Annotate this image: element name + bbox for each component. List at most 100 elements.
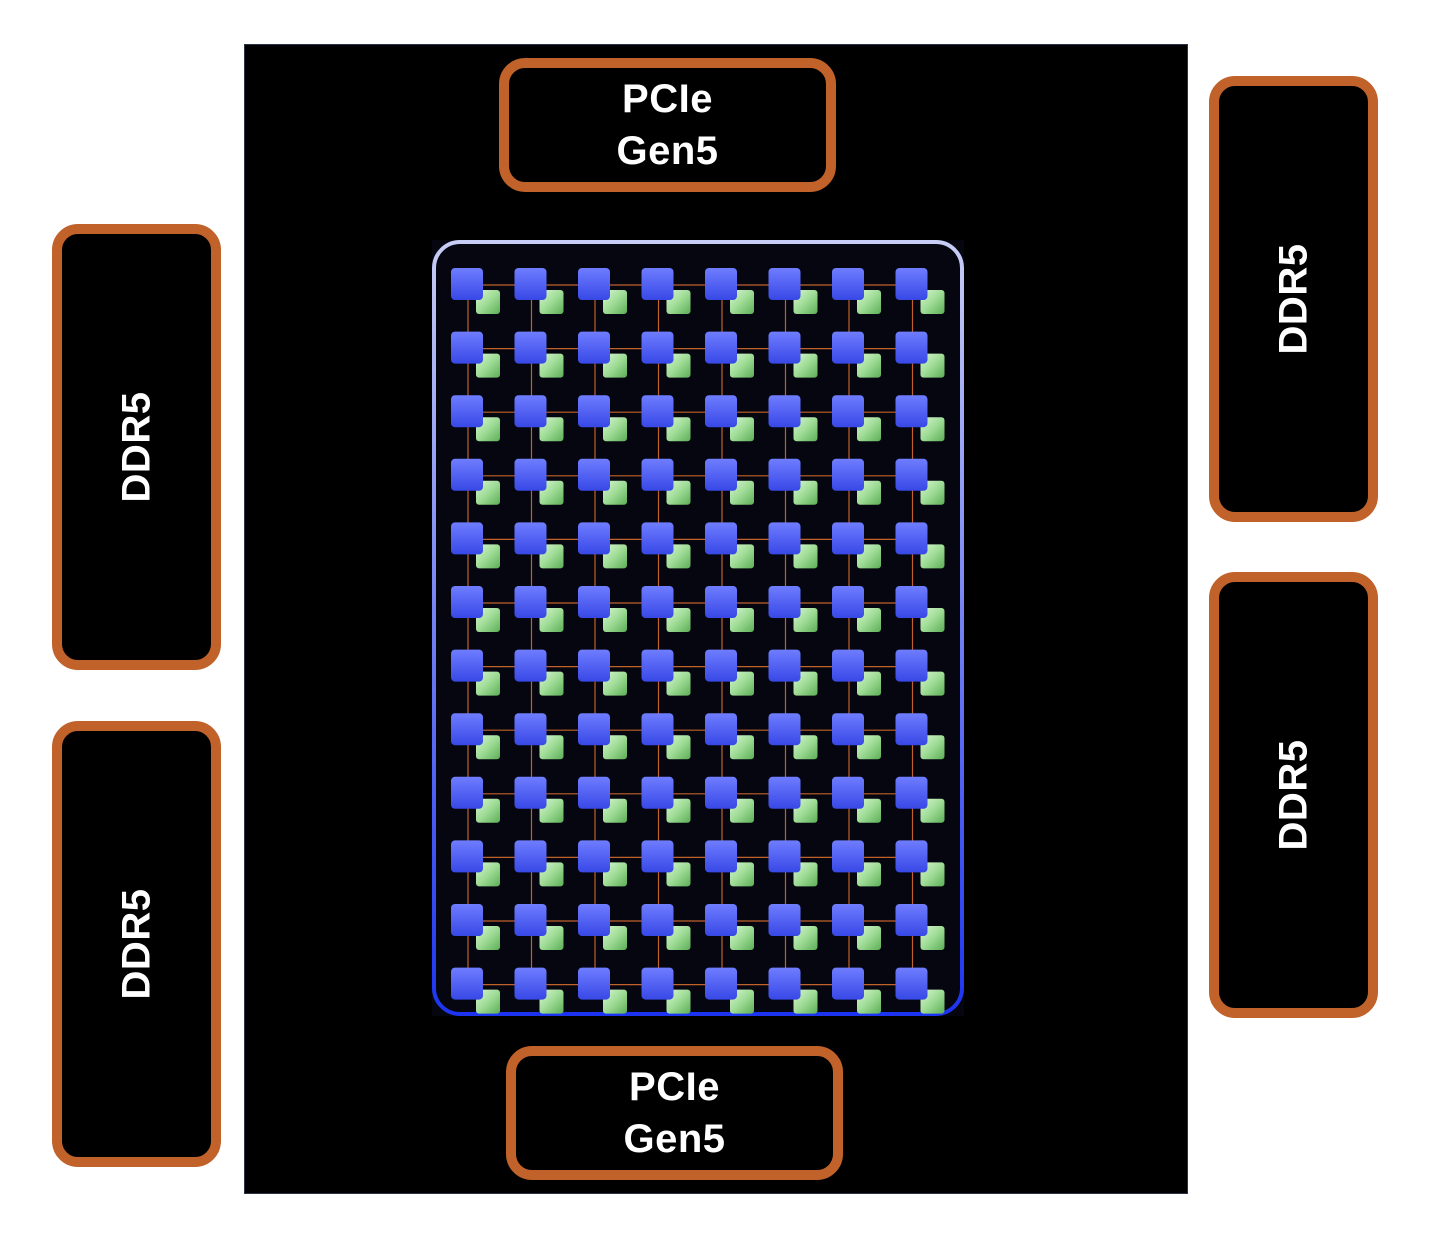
mesh-tile (768, 458, 818, 505)
mesh-tile (705, 904, 754, 950)
ddr5-block-right-lower: DDR5 (1209, 572, 1378, 1018)
cpu-core (578, 776, 610, 809)
mesh-tile (832, 458, 881, 505)
cpu-core (832, 904, 864, 936)
mesh-tile (832, 522, 881, 569)
mesh-tile (705, 586, 754, 632)
mesh-tile (768, 840, 818, 887)
ddr-right-upper-label: DDR5 (1271, 243, 1316, 355)
cpu-core (514, 776, 547, 809)
mesh-tile (768, 395, 818, 442)
pcie-bottom-label: PCIe Gen5 (623, 1065, 726, 1161)
cpu-core (705, 904, 737, 936)
cpu-core (705, 840, 737, 873)
cpu-core (895, 649, 928, 682)
cpu-core (641, 395, 674, 428)
mesh-tile (514, 268, 564, 314)
cpu-core (514, 904, 547, 936)
cpu-core (578, 649, 610, 682)
mesh-tile (832, 331, 881, 378)
mesh-tile (895, 331, 945, 378)
cpu-core (451, 522, 483, 555)
cpu-core (451, 268, 483, 300)
cpu-core (451, 840, 483, 873)
cpu-core (832, 649, 864, 682)
mesh-tile (895, 268, 945, 314)
mesh-tile (451, 331, 500, 378)
mesh-tile (895, 395, 945, 442)
cpu-core (705, 967, 737, 1000)
mesh-tile (451, 395, 500, 442)
mesh-tile (514, 522, 564, 569)
cpu-core (451, 458, 483, 491)
mesh-tile (641, 840, 691, 887)
mesh-tile (705, 268, 754, 314)
mesh-tile (832, 967, 881, 1014)
mesh-tile (578, 458, 627, 505)
cpu-core (514, 458, 547, 491)
cpu-core (514, 395, 547, 428)
mesh-tile (578, 713, 627, 760)
cpu-core (768, 713, 801, 746)
cpu-core (514, 268, 547, 300)
mesh-tile (895, 776, 945, 823)
mesh-tile (895, 586, 945, 632)
cpu-core (768, 649, 801, 682)
mesh-tile (451, 840, 500, 887)
mesh-tile (768, 268, 818, 314)
cpu-core (768, 904, 801, 936)
cpu-core (641, 522, 674, 555)
cpu-core (832, 268, 864, 300)
mesh-frame (432, 240, 964, 1016)
cpu-core (514, 586, 547, 618)
mesh-tile (514, 331, 564, 378)
cpu-core (768, 395, 801, 428)
cpu-core (641, 713, 674, 746)
pcie-top-label: PCIe Gen5 (616, 77, 719, 173)
cpu-core (832, 458, 864, 491)
cpu-core (641, 586, 674, 618)
mesh-tile (832, 840, 881, 887)
mesh-tile (514, 649, 564, 696)
cpu-core (578, 331, 610, 364)
cpu-core (641, 649, 674, 682)
cpu-core (514, 522, 547, 555)
mesh-tile (832, 649, 881, 696)
mesh-tile (451, 522, 500, 569)
mesh-tile (705, 649, 754, 696)
mesh-tile (832, 268, 881, 314)
mesh-tile (514, 713, 564, 760)
cpu-core (641, 458, 674, 491)
cpu-core (641, 331, 674, 364)
cpu-core (705, 522, 737, 555)
mesh-tile (451, 713, 500, 760)
cpu-core (895, 458, 928, 491)
cpu-core (705, 713, 737, 746)
cpu-core (705, 458, 737, 491)
mesh-tile (578, 268, 627, 314)
mesh-tile (578, 840, 627, 887)
mesh-tile (705, 967, 754, 1014)
ddr5-block-left-upper: DDR5 (52, 224, 221, 670)
mesh-tile (451, 458, 500, 505)
cpu-core (578, 586, 610, 618)
cpu-core (895, 268, 928, 300)
cpu-core (768, 967, 801, 1000)
mesh-tile (641, 776, 691, 823)
mesh-tile (705, 776, 754, 823)
cpu-core (768, 586, 801, 618)
cpu-core (705, 649, 737, 682)
cpu-core (578, 904, 610, 936)
mesh-tile (451, 904, 500, 950)
mesh-tile (705, 522, 754, 569)
mesh-tile (768, 713, 818, 760)
cpu-core (705, 395, 737, 428)
cpu-core (451, 331, 483, 364)
cpu-core (895, 331, 928, 364)
cpu-core (578, 840, 610, 873)
cpu-core (451, 776, 483, 809)
cpu-core (578, 967, 610, 1000)
cpu-core (641, 967, 674, 1000)
mesh-tile (451, 649, 500, 696)
cpu-core (832, 586, 864, 618)
